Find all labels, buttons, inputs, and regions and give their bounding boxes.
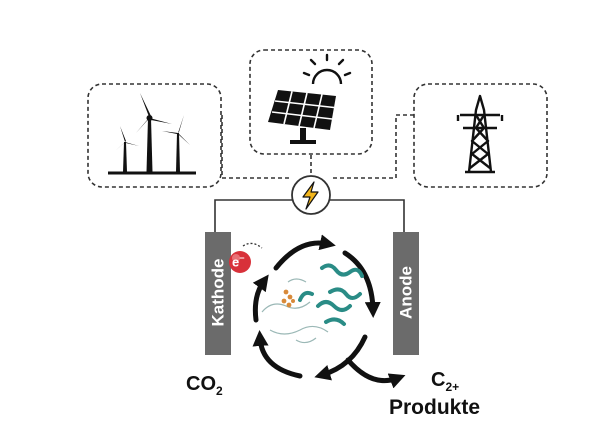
product-arrow [345,357,406,389]
electron [229,242,263,273]
electron-label: e− [232,253,245,270]
protein-structure-icon [261,263,364,344]
wire-grid-to-junction [332,114,414,179]
cathode-electrode [205,232,231,355]
cathode-label: Kathode [208,258,228,327]
wiring [214,114,414,232]
grid-source-frame [413,83,548,188]
wind-source [87,83,222,188]
wire-wind-to-junction [221,115,290,179]
lightning-bolt-icon [302,181,319,210]
transmission-tower-icon [456,94,504,174]
products-label: Produkte [389,396,481,419]
wire-to-cathode [214,199,292,232]
catalytic-cycle [252,234,381,381]
power-junction [291,175,331,215]
solar-source [249,49,373,155]
wind-turbine-icon [108,93,196,175]
solar-source-frame [249,49,373,155]
grid-source [413,83,548,188]
wire-to-anode [330,199,405,232]
c2-plus-label: C2+ [431,369,460,394]
co2-label: CO2 [186,373,223,398]
anode-label: Anode [396,266,416,319]
anode-electrode [393,232,419,355]
wind-source-frame [87,83,222,188]
solar-panel-icon [268,53,352,144]
